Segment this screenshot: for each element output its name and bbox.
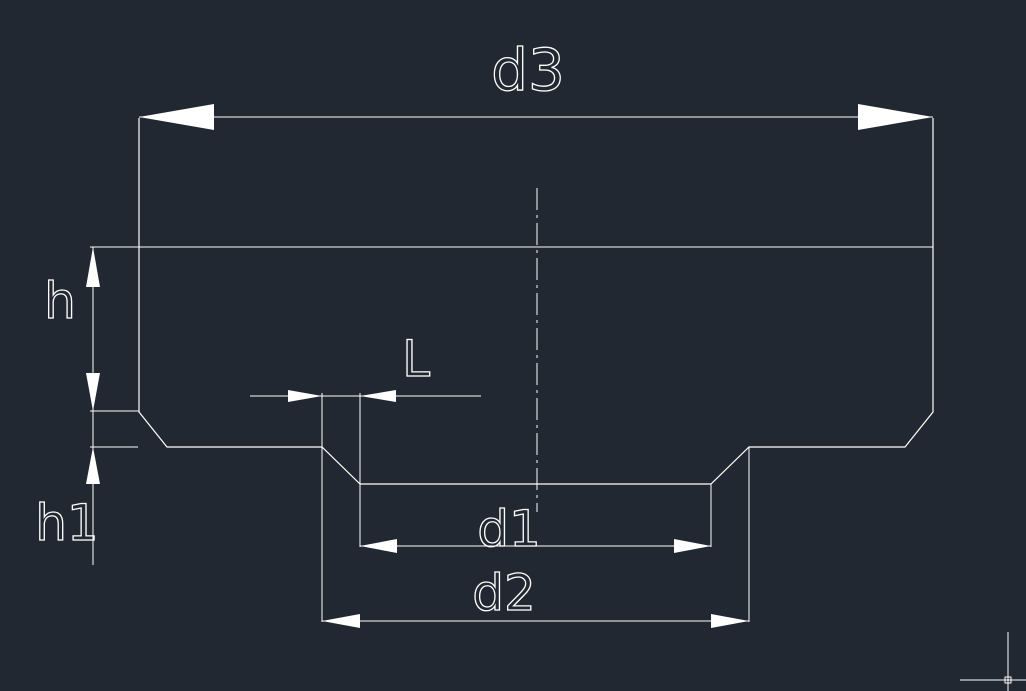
dimension-d1[interactable]: d1: [360, 484, 712, 559]
d3-label: d3: [491, 36, 565, 104]
L-arrow-left: [288, 390, 322, 402]
part-profile: [138, 118, 934, 485]
L-arrow-right: [360, 390, 396, 402]
h-arrow-bottom: [86, 373, 100, 411]
d1-arrow-left: [360, 539, 397, 553]
h-label: h: [44, 272, 76, 330]
dimension-h[interactable]: h: [43, 247, 139, 412]
h-arrow-top: [86, 247, 100, 287]
dimension-d2[interactable]: d2: [322, 447, 750, 628]
d2-arrow-left: [322, 614, 360, 628]
d3-arrow-left: [139, 104, 214, 130]
ucs-crosshair-icon[interactable]: [960, 632, 1026, 691]
profile-outline: [138, 118, 934, 485]
d2-arrow-right: [711, 614, 749, 628]
h1-label: h1: [35, 494, 99, 552]
L-label: L: [402, 330, 430, 388]
d2-label: d2: [472, 564, 536, 622]
h1-arrow: [86, 447, 100, 484]
dimension-L[interactable]: L: [250, 329, 481, 622]
d1-arrow-right: [674, 539, 711, 553]
dimension-d3[interactable]: d3: [139, 35, 933, 130]
d1-label: d1: [477, 500, 541, 558]
dimension-h1[interactable]: h1: [35, 411, 138, 565]
d3-arrow-right: [858, 104, 933, 130]
